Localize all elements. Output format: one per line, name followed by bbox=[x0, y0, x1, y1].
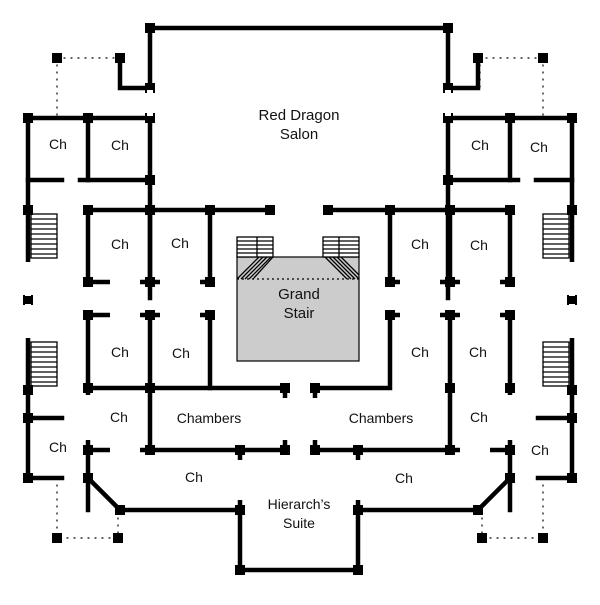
label-ch: Ch bbox=[172, 345, 190, 361]
grand-stair bbox=[236, 236, 360, 362]
label-chambers-right: Chambers bbox=[349, 410, 414, 426]
label-hierarch-suite-line2: Suite bbox=[283, 515, 315, 531]
doorways bbox=[25, 90, 575, 500]
label-hierarch-suite-line1: Hierarch’s bbox=[268, 496, 331, 512]
label-salon-line1: Red Dragon bbox=[259, 107, 340, 124]
label-ch: Ch bbox=[469, 344, 487, 360]
label-ch: Ch bbox=[49, 439, 67, 455]
label-ch: Ch bbox=[111, 344, 129, 360]
label-ch: Ch bbox=[185, 469, 203, 485]
side-stair-left-lower bbox=[30, 341, 58, 387]
wall-piers bbox=[23, 23, 577, 575]
label-ch: Ch bbox=[171, 235, 189, 251]
side-stair-right-lower bbox=[542, 341, 570, 387]
stair-flight-right-icon bbox=[322, 236, 360, 258]
label-ch: Ch bbox=[111, 137, 129, 153]
label-grand-stair-line1: Grand bbox=[278, 286, 320, 303]
label-chambers-left: Chambers bbox=[177, 410, 242, 426]
side-stair-left-upper bbox=[30, 213, 58, 259]
label-ch: Ch bbox=[470, 237, 488, 253]
stair-steps-left-icon bbox=[236, 256, 274, 280]
label-salon-line2: Salon bbox=[280, 126, 318, 143]
stair-flight-left-icon bbox=[236, 236, 274, 258]
label-ch: Ch bbox=[531, 442, 549, 458]
label-ch: Ch bbox=[110, 409, 128, 425]
label-ch: Ch bbox=[49, 136, 67, 152]
label-ch: Ch bbox=[411, 236, 429, 252]
label-ch: Ch bbox=[395, 470, 413, 486]
label-ch: Ch bbox=[471, 137, 489, 153]
label-ch: Ch bbox=[111, 236, 129, 252]
stair-steps-right-icon bbox=[324, 256, 360, 280]
label-ch: Ch bbox=[470, 409, 488, 425]
label-grand-stair-line2: Stair bbox=[284, 305, 315, 322]
side-stair-right-upper bbox=[542, 213, 570, 259]
label-ch: Ch bbox=[411, 344, 429, 360]
label-ch: Ch bbox=[530, 139, 548, 155]
room-labels: Red Dragon Salon Grand Stair Chambers Ch… bbox=[49, 107, 549, 531]
